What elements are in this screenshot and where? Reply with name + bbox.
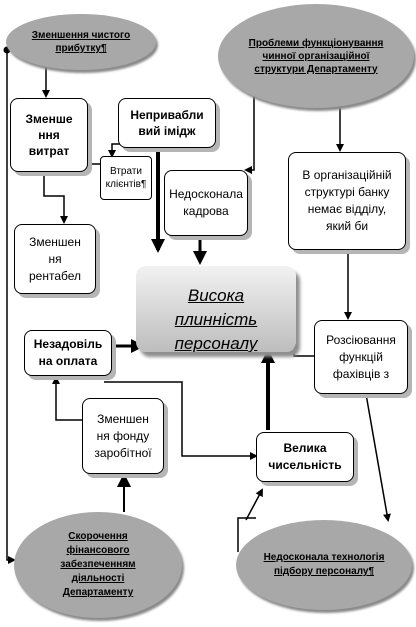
- box-reduced-profitability: Зменшен ня рентабел: [14, 224, 96, 294]
- arrow-pay-to-headcount: [104, 381, 258, 460]
- ellipse-imperfect-recruiting: Недосконала технологія підбору персоналу…: [236, 520, 412, 610]
- box-large-headcount-label: Велика чисельність: [268, 441, 342, 472]
- box-negative-image: Непривабли вий імідж: [118, 98, 216, 148]
- box-imperfect-staffing: Недосконала кадрова: [164, 170, 248, 236]
- arrow-left-vertical: [6, 50, 16, 564]
- box-client-loss: Втрати клієнтів¶: [100, 156, 152, 200]
- ellipse-reduced-financing: Скорочення фінансового забезпеченням дія…: [14, 512, 182, 618]
- box-no-department-label: В організаційній структурі банку немає в…: [302, 168, 392, 233]
- arrow-costs-to-profit: [43, 172, 68, 224]
- ellipse-imperfect-recruiting-label: Недосконала технологія підбору персоналу…: [263, 552, 385, 577]
- box-reduced-profitability-label: Зменшен ня рентабел: [28, 234, 82, 283]
- ellipse-org-structure-problems: Проблеми функціонування чинної організац…: [218, 4, 414, 108]
- box-unsatisfactory-pay: Незадовіль на оплата: [24, 330, 112, 376]
- box-reduced-wage-fund: Зменшен ня фонду заробітної: [82, 398, 164, 474]
- box-function-dispersion: Розсіювання функцій фахівців з: [314, 320, 408, 394]
- ellipse-reduced-net-profit: Зменшення чистого прибутку¶: [6, 14, 156, 70]
- box-large-headcount: Велика чисельність: [256, 432, 354, 482]
- box-negative-image-label: Непривабли вий імідж: [130, 108, 204, 138]
- center-high-staff-turnover-label: Висока плинність персоналу: [174, 286, 258, 352]
- box-imperfect-staffing-label: Недосконала кадрова: [169, 187, 243, 218]
- box-unsatisfactory-pay-label: Незадовіль на оплата: [33, 337, 103, 368]
- arrow-functions-to-center: [290, 340, 315, 357]
- ellipse-reduced-net-profit-label: Зменшення чистого прибутку¶: [31, 30, 131, 54]
- arrow-functions-to-bottom: [365, 393, 391, 522]
- ellipse-org-structure-problems-label: Проблеми функціонування чинної організац…: [248, 37, 384, 75]
- box-function-dispersion-label: Розсіювання функцій фахівців з: [326, 332, 396, 381]
- box-no-department: В організаційній структурі банку немає в…: [288, 152, 406, 250]
- arrow-bottom-right-up: [245, 488, 263, 521]
- box-reduce-costs: Зменше ння витрат: [10, 98, 88, 172]
- box-client-loss-label: Втрати клієнтів¶: [105, 166, 147, 190]
- box-reduced-wage-fund-label: Зменшен ня фонду заробітної: [94, 411, 152, 460]
- ellipse-reduced-financing-label: Скорочення фінансового забезпеченням дія…: [60, 531, 136, 598]
- box-reduce-costs-label: Зменше ння витрат: [25, 112, 73, 158]
- arrow-wage-to-pay: [52, 376, 82, 421]
- center-high-staff-turnover: Висока плинність персоналу: [136, 266, 296, 352]
- arrow-ellipse-to-staff: [244, 92, 255, 174]
- arrow-bottom-to-headcount: [237, 517, 256, 552]
